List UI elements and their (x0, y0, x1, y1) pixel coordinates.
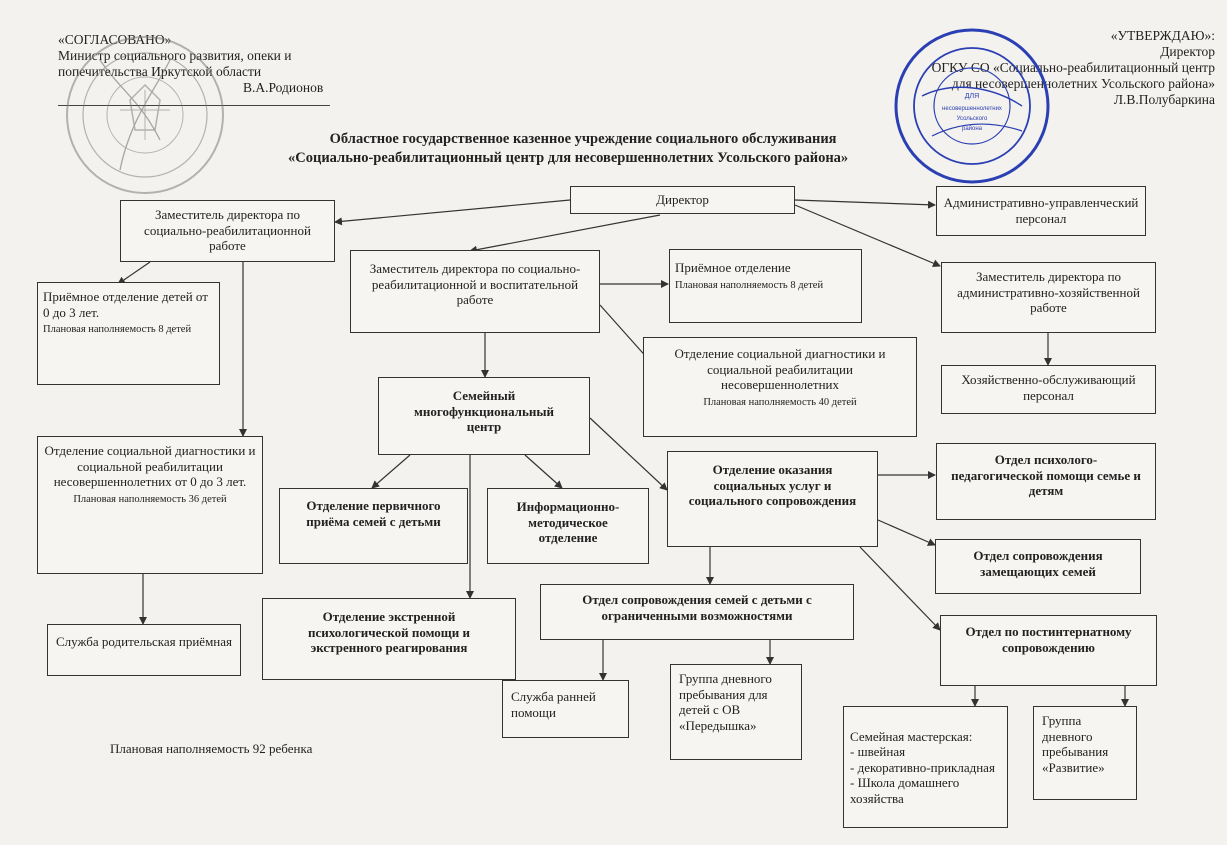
emergency-dept-box: Отделение экстренной психологической пом… (262, 598, 516, 680)
early-help-box: Служба ранней помощи (502, 680, 629, 738)
disabled-dept-label: Отдел сопровождения семей с детьми с огр… (582, 592, 812, 623)
reception-8-box: Приёмное отделение Плановая наполняемост… (669, 249, 862, 323)
director-label: Директор (656, 192, 709, 207)
deputy-social-label: Заместитель директора по социально-реаби… (144, 207, 311, 253)
approval-heading: «СОГЛАСОВАНО» (58, 32, 172, 47)
approve-org-cont: для несовершеннолетних Усольского района… (951, 76, 1215, 91)
diag-0-3-label: Отделение социальной диагностики и социа… (44, 443, 256, 489)
director-box: Директор (570, 186, 795, 214)
title-line-1: Областное государственное казенное учреж… (329, 131, 837, 147)
deputy-edu-label: Заместитель директора по социально-реаби… (369, 261, 581, 307)
document-title: Областное государственное казенное учреж… (288, 130, 848, 168)
diag-40-capacity: Плановая наполняемость 40 детей (703, 396, 857, 408)
reception-0-3-label: Приёмное отделение детей от 0 до 3 лет. (43, 289, 208, 320)
reception-0-3-box: Приёмное отделение детей от 0 до 3 лет. … (37, 282, 220, 385)
family-center-box: Семейный многофункциональный центр (378, 377, 590, 455)
disabled-dept-box: Отдел сопровождения семей с детьми с огр… (540, 584, 854, 640)
approve-block-right: «УТВЕРЖДАЮ»: Директор ОГКУ СО «Социально… (932, 28, 1215, 108)
day-group-ov-label: Группа дневного пребывания для детей с О… (679, 671, 772, 733)
admin-staff-label: Административно-управленческий персонал (943, 195, 1139, 226)
reception-0-3-capacity: Плановая наполняемость 8 детей (43, 324, 192, 335)
diag-40-box: Отделение социальной диагностики и социа… (643, 337, 917, 437)
info-dept-label: Информационно-методическое отделение (516, 499, 620, 545)
parent-service-label: Служба родительская приёмная (56, 634, 233, 649)
day-group-dev-box: Группа дневного пребывания «Развитие» (1033, 706, 1137, 800)
day-group-ov-box: Группа дневного пребывания для детей с О… (670, 664, 802, 760)
approve-heading: «УТВЕРЖДАЮ»: (1110, 28, 1215, 43)
parent-service-box: Служба родительская приёмная (47, 624, 241, 676)
svg-text:несовершеннолетних: несовершеннолетних (942, 106, 1002, 112)
signature-line-left (58, 105, 330, 106)
workshop-box: Семейная мастерская: - швейная - декорат… (843, 706, 1008, 828)
family-center-label: Семейный многофункциональный центр (414, 388, 554, 434)
diag-0-3-box: Отделение социальной диагностики и социа… (37, 436, 263, 574)
psych-dept-box: Отдел психолого-педагогической помощи се… (936, 443, 1156, 520)
early-help-label: Служба ранней помощи (511, 689, 596, 720)
deputy-admin-label: Заместитель директора по административно… (957, 269, 1140, 315)
svg-text:района: района (962, 125, 983, 132)
emergency-dept-label: Отделение экстренной психологической пом… (308, 609, 470, 655)
post-internat-label: Отдел по постинтернатному сопровождению (965, 624, 1132, 655)
foster-dept-box: Отдел сопровождения замещающих семей (935, 539, 1141, 594)
title-line-2: «Социально-реабилитационный центр для не… (288, 150, 849, 166)
approval-position-cont: попечительства Иркутской области (58, 64, 262, 79)
capacity-note: Плановая наполняемость 92 ребенка (110, 741, 313, 756)
primary-reception-box: Отделение первичного приёма семей с деть… (279, 488, 468, 564)
approve-org: ОГКУ СО «Социально-реабилитационный цент… (931, 60, 1215, 75)
svg-text:Усольского: Усольского (957, 116, 988, 122)
psych-dept-label: Отдел психолого-педагогической помощи се… (951, 452, 1141, 498)
approve-position: Директор (1160, 44, 1215, 59)
reception-8-capacity: Плановая наполняемость 8 детей (675, 279, 824, 291)
approval-block-left: «СОГЛАСОВАНО» Министр социального развит… (58, 32, 323, 96)
deputy-admin-box: Заместитель директора по административно… (941, 262, 1156, 333)
primary-reception-label: Отделение первичного приёма семей с деть… (306, 498, 441, 529)
left-seal-stamp (66, 36, 224, 194)
post-internat-box: Отдел по постинтернатному сопровождению (940, 615, 1157, 686)
approve-signatory: Л.В.Полубаркина (1113, 92, 1215, 107)
diag-40-label: Отделение социальной диагностики и социа… (674, 346, 886, 392)
admin-staff-box: Административно-управленческий персонал (936, 186, 1146, 236)
reception-8-label: Приёмное отделение (675, 260, 791, 275)
svg-text:ДЛЯ: ДЛЯ (965, 93, 979, 100)
workshop-label: Семейная мастерская: - швейная - декорат… (850, 728, 995, 806)
right-seal-stamp: ДЛЯ несовершеннолетних Усольского района (894, 28, 1050, 184)
deputy-edu-box: Заместитель директора по социально-реаби… (350, 250, 600, 333)
household-label: Хозяйственно-обслуживающий персонал (961, 372, 1136, 403)
services-dept-label: Отделение оказания социальных услуг и со… (688, 462, 857, 508)
approval-position: Министр социального развития, опеки и (58, 48, 292, 63)
approval-signatory: В.А.Родионов (243, 80, 324, 95)
deputy-social-box: Заместитель директора по социально-реаби… (120, 200, 335, 262)
info-dept-box: Информационно-методическое отделение (487, 488, 649, 564)
day-group-dev-label: Группа дневного пребывания «Развитие» (1042, 713, 1109, 775)
household-box: Хозяйственно-обслуживающий персонал (941, 365, 1156, 414)
foster-dept-label: Отдел сопровождения замещающих семей (973, 548, 1103, 579)
services-dept-box: Отделение оказания социальных услуг и со… (667, 451, 878, 547)
diag-0-3-capacity: Плановая наполняемость 36 детей (73, 493, 227, 505)
